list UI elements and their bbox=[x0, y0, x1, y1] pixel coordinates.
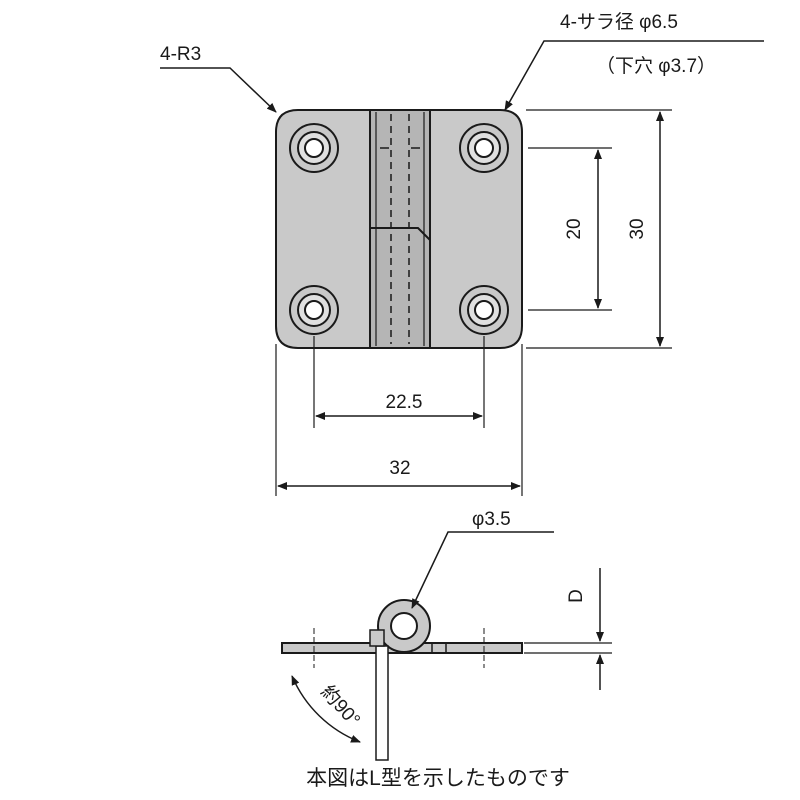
horizontal-dimension-extension-lines bbox=[275, 336, 523, 496]
dimension-thickness: D bbox=[524, 568, 612, 690]
side-view-knuckle bbox=[377, 599, 431, 653]
pin-diameter-callout: φ3.5 bbox=[411, 509, 554, 609]
dim-hole-spacing-text: 22.5 bbox=[386, 392, 423, 413]
right-leaf bbox=[429, 109, 523, 349]
swing-angle-indicator: 約90° bbox=[291, 675, 365, 743]
dim-inner-height-text: 20 bbox=[564, 218, 585, 239]
side-view-folded-leaf bbox=[369, 629, 389, 761]
countersunk-hole-bottom-right bbox=[459, 285, 509, 335]
figure-caption: 本図はL型を示したものです bbox=[306, 767, 570, 790]
countersink-label: 4-サラ径 φ6.5 bbox=[560, 11, 678, 33]
angle-label: 約90° bbox=[316, 681, 364, 731]
countersink-callout: 4-サラ径 φ6.5 （下穴 φ3.7） bbox=[504, 11, 764, 111]
left-leaf bbox=[275, 109, 371, 349]
countersunk-hole-bottom-left bbox=[289, 285, 339, 335]
dimension-hole-horizontal-spacing: 22.5 bbox=[315, 392, 483, 420]
corner-radius-label: 4-R3 bbox=[160, 44, 201, 65]
countersunk-hole-top-left bbox=[289, 123, 339, 173]
pilot-hole-label: （下穴 φ3.7） bbox=[596, 55, 716, 77]
dim-outer-height-text: 30 bbox=[627, 218, 648, 239]
corner-radius-callout: 4-R3 bbox=[160, 44, 277, 113]
dimension-overall-height: 30 bbox=[627, 111, 664, 347]
hinge-knuckle bbox=[369, 109, 431, 349]
dimension-overall-width: 32 bbox=[277, 458, 521, 490]
thickness-label: D bbox=[566, 589, 587, 603]
pin-diameter-label: φ3.5 bbox=[472, 509, 511, 530]
hinge-top-view bbox=[275, 109, 523, 349]
dim-total-width-text: 32 bbox=[389, 458, 410, 479]
hinge-side-view bbox=[281, 599, 523, 761]
countersunk-hole-top-right bbox=[459, 123, 509, 173]
dimension-hole-vertical-spacing: 20 bbox=[564, 149, 602, 309]
vertical-dimension-extension-lines bbox=[526, 109, 672, 349]
